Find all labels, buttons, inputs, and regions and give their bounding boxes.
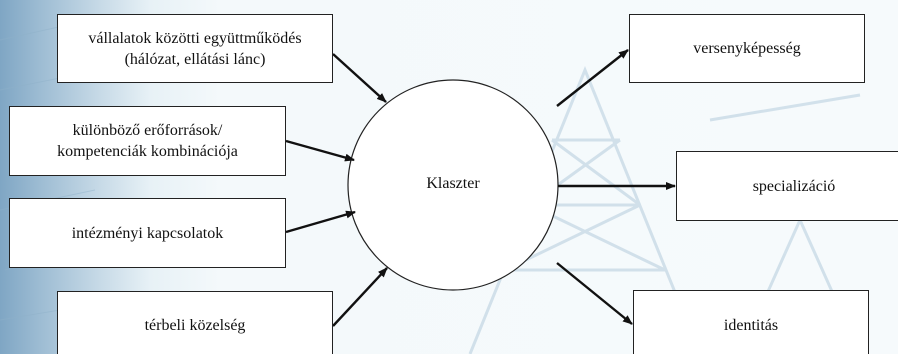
arrow-proximity-to-cluster — [332, 267, 388, 327]
input-label-line: térbeli közelség — [144, 317, 246, 334]
output-label: versenyképesség — [693, 40, 801, 57]
output-label: identitás — [723, 316, 779, 334]
output-box-competitiveness: versenyképesség — [629, 14, 865, 83]
input-box-institutional: intézményi kapcsolatok — [9, 198, 286, 268]
input-box-proximity: térbeli közelség — [57, 291, 333, 354]
arrow-cooperation-to-cluster — [332, 53, 387, 103]
input-label-line: (hálózat, ellátási lánc) — [124, 50, 266, 68]
arrow-institutional-to-cluster — [285, 210, 356, 234]
input-box-resources: különböző erőforrások/ kompetenciák komb… — [9, 106, 286, 176]
input-label-line: különböző erőforrások/ — [72, 122, 223, 139]
input-label-line: kompetenciák kombinációja — [57, 143, 238, 160]
cluster-label: Klaszter — [426, 175, 480, 192]
arrow-cluster-to-competitiveness — [556, 49, 629, 107]
arrow-resources-to-cluster — [285, 139, 355, 162]
input-label-line: vállalatok közötti együttműködés — [88, 29, 302, 47]
input-label-line: intézményi kapcsolatok — [71, 224, 224, 242]
output-box-specialization: specializáció — [676, 151, 898, 221]
output-box-identity: identitás — [633, 290, 869, 354]
input-box-cooperation: vállalatok közötti együttműködés (hálóza… — [57, 14, 333, 83]
output-label: specializáció — [752, 177, 836, 195]
arrow-cluster-to-identity — [556, 262, 633, 325]
